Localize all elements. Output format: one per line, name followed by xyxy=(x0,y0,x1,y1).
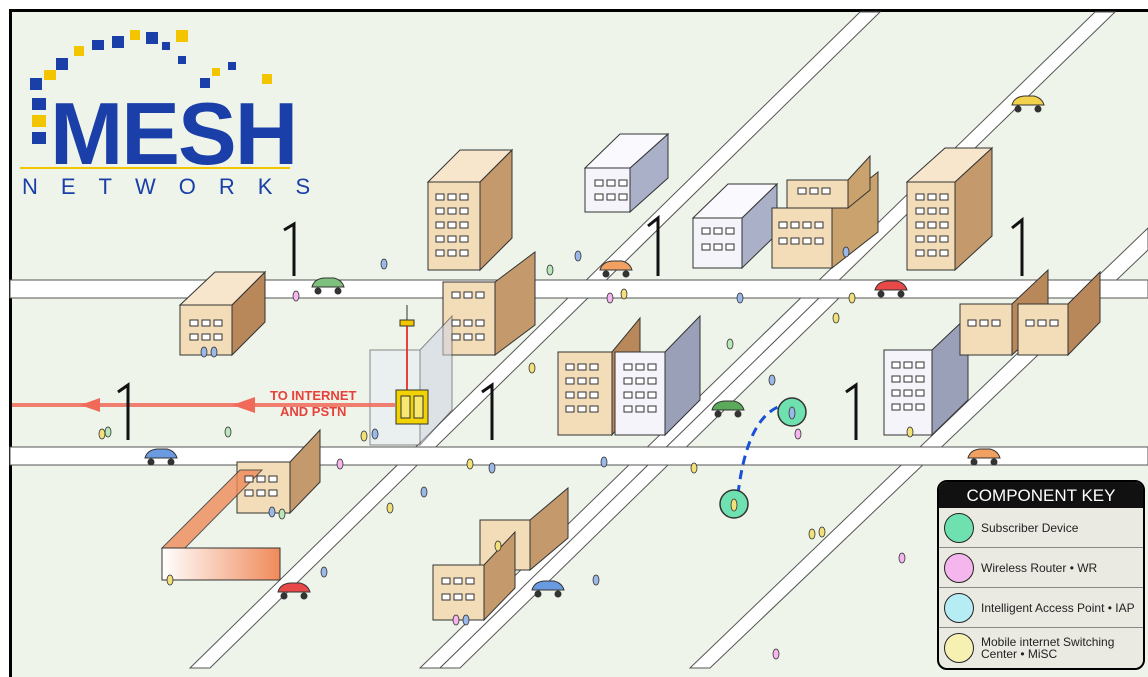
key-item-label: Subscriber Device xyxy=(981,512,1139,544)
logo-title: MESH xyxy=(50,90,296,178)
internet-label: TO INTERNET AND PSTN xyxy=(270,388,356,420)
internet-label-line1: TO INTERNET xyxy=(270,388,356,404)
car-yellow-1 xyxy=(1012,96,1044,112)
key-item-label: Wireless Router • WR xyxy=(981,552,1139,584)
misc-swatch xyxy=(944,633,974,663)
component-key-title: COMPONENT KEY xyxy=(939,482,1143,508)
key-item-misc: Mobile internet Switching Center • MiSC xyxy=(939,628,1143,668)
car-blue-2 xyxy=(532,581,564,597)
car-orange-1 xyxy=(600,261,632,277)
key-item-label: Mobile internet Switching Center • MiSC xyxy=(981,632,1139,664)
component-key: COMPONENT KEY Subscriber Device Wireless… xyxy=(937,480,1145,670)
building-c xyxy=(693,184,777,268)
internet-label-line2: AND PSTN xyxy=(270,404,356,420)
subscriber-swatch xyxy=(944,513,974,543)
iap-swatch xyxy=(944,593,974,623)
router-swatch xyxy=(944,553,974,583)
key-item-label: Intelligent Access Point • IAP xyxy=(981,592,1139,624)
key-item-iap: Intelligent Access Point • IAP xyxy=(939,588,1143,628)
car-red-2 xyxy=(278,583,310,599)
misc-switching-center xyxy=(396,390,428,424)
car-green-2 xyxy=(712,401,744,417)
logo-tagline: NETWORKS xyxy=(22,174,333,200)
key-item-router: Wireless Router • WR xyxy=(939,548,1143,588)
key-item-subscriber: Subscriber Device xyxy=(939,508,1143,548)
